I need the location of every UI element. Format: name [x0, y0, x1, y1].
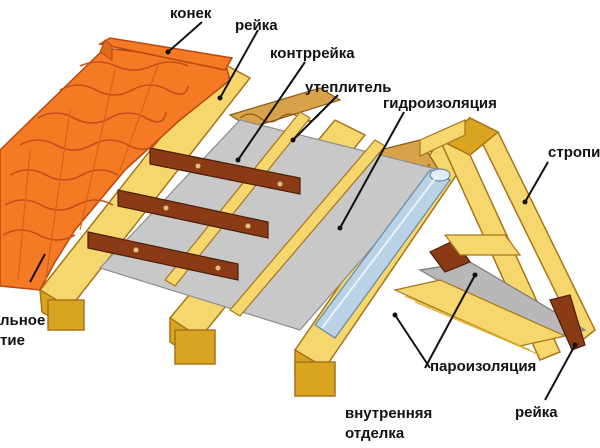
- label-roof-covering-1: льное: [0, 312, 45, 329]
- label-batten-top: рейка: [235, 17, 278, 34]
- collar-tie: [443, 234, 522, 256]
- leader-dots: [165, 49, 578, 348]
- label-rafters: стропи: [548, 144, 600, 161]
- wall-plate-blocks: [47, 299, 336, 397]
- battens: [87, 147, 301, 281]
- label-waterproofing: гидроизоляция: [383, 95, 497, 112]
- label-insulation: утеплитель: [305, 79, 391, 96]
- label-vapor-barrier: пароизоляция: [430, 358, 536, 375]
- label-batten-bottom: рейка: [515, 404, 558, 421]
- metal-tile-roofing: [0, 47, 231, 291]
- membrane-roll: [314, 168, 451, 339]
- label-ridge: конек: [170, 5, 212, 22]
- inner-finish-boards: [393, 279, 567, 356]
- leader-lines: [29, 21, 576, 401]
- label-counter-batten: контррейка: [270, 45, 355, 62]
- ridge-cap: [97, 37, 234, 71]
- label-inner-finish-2: отделка: [345, 425, 405, 442]
- label-inner-finish-1: внутренняя: [345, 405, 432, 422]
- label-roof-covering-2: тие: [0, 332, 25, 349]
